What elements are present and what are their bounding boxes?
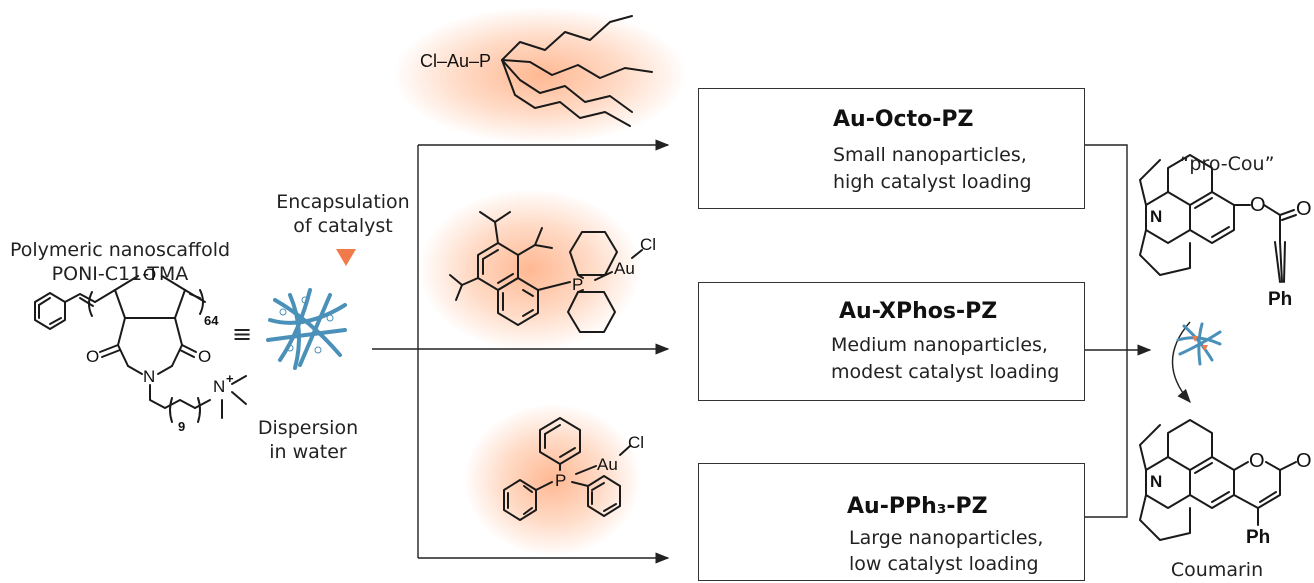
equiv-symbol: ≡ xyxy=(232,320,253,348)
box-title: Au-XPhos-PZ xyxy=(839,299,998,324)
octo-catalyst-formula: Cl–Au–P xyxy=(420,51,492,71)
octo-catalyst-structure xyxy=(501,15,653,127)
flow-arrows xyxy=(372,139,1191,564)
dispersion-line2: in water xyxy=(269,441,347,463)
box-title: Au-PPh₃-PZ xyxy=(847,494,988,519)
polymer-charge: + xyxy=(226,371,234,386)
polymer-subscript-m: 9 xyxy=(178,419,186,434)
xphos-atom-au: Au xyxy=(614,259,635,278)
coumarin-label: Coumarin xyxy=(1170,559,1264,581)
dispersion-label: Dispersion in water xyxy=(248,416,368,464)
pph3-atom-au: Au xyxy=(597,455,618,474)
box-au-octo-pz: Au-Octo-PZ Small nanoparticles, high cat… xyxy=(698,88,1085,209)
encapsulation-line2: of catalyst xyxy=(293,215,393,237)
encapsulation-line1: Encapsulation xyxy=(276,191,410,213)
coumarin-atom-o1: O xyxy=(1249,450,1265,472)
box-desc-line2: low catalyst loading xyxy=(849,553,1039,575)
pro-cou-structure xyxy=(1139,154,1297,283)
pph3-catalyst-structure xyxy=(503,417,631,521)
polymer-atom-n: N xyxy=(143,367,156,386)
box-au-xphos-pz: Au-XPhos-PZ Medium nanoparticles, modest… xyxy=(698,282,1085,401)
catalyst-marker-icon xyxy=(336,249,356,266)
xphos-catalyst-glow xyxy=(420,190,640,350)
xphos-catalyst-structure xyxy=(449,211,643,333)
box-title: Au-Octo-PZ xyxy=(833,107,974,132)
coumarin-atom-n: N xyxy=(1150,472,1163,491)
box-desc-line2: high catalyst loading xyxy=(833,171,1032,193)
pph3-atom-cl: Cl xyxy=(628,433,645,452)
pro-cou-atom-o1: O xyxy=(1250,194,1266,216)
coumarin-atom-o2: O xyxy=(1296,450,1312,472)
xphos-atom-p: P xyxy=(572,275,584,294)
pro-cou-label: “pro-Cou” xyxy=(1179,153,1275,175)
polymer-atom-o-left: O xyxy=(86,347,100,366)
polymer-subscript-n: 64 xyxy=(204,313,219,328)
encapsulation-label: Encapsulation of catalyst xyxy=(268,190,418,238)
polymer-atom-n-plus: N xyxy=(213,377,226,396)
box-desc-line2: modest catalyst loading xyxy=(831,361,1060,383)
catalytic-nanoparticle-icon xyxy=(1176,322,1222,366)
polymer-structure xyxy=(34,275,247,423)
box-desc-line1: Small nanoparticles, xyxy=(833,144,1027,166)
dispersion-nanoparticle-icon xyxy=(266,288,347,370)
pro-cou-atom-o2: O xyxy=(1296,198,1312,220)
dispersion-line1: Dispersion xyxy=(257,417,359,439)
box-desc-line1: Medium nanoparticles, xyxy=(831,334,1048,356)
box-desc-line1: Large nanoparticles, xyxy=(849,527,1044,549)
pro-cou-atom-ph: Ph xyxy=(1268,289,1293,310)
polymer-title-line2: PONI-C11-TMA xyxy=(51,263,189,285)
xphos-atom-cl: Cl xyxy=(640,235,657,254)
pph3-atom-p: P xyxy=(555,471,567,490)
polymer-atom-o-right: O xyxy=(198,347,212,366)
polymer-atom-o: O xyxy=(143,265,157,284)
pro-cou-atom-n: N xyxy=(1150,207,1163,226)
box-au-pph3-pz: Au-PPh₃-PZ Large nanoparticles, low cata… xyxy=(698,463,1085,581)
coumarin-structure xyxy=(1139,419,1297,541)
coumarin-atom-ph: Ph xyxy=(1246,527,1271,548)
octo-catalyst-glow xyxy=(395,8,685,143)
polymer-title-line1: Polymeric nanoscaffold xyxy=(10,239,231,261)
polymer-title: Polymeric nanoscaffold PONI-C11-TMA xyxy=(10,238,230,286)
